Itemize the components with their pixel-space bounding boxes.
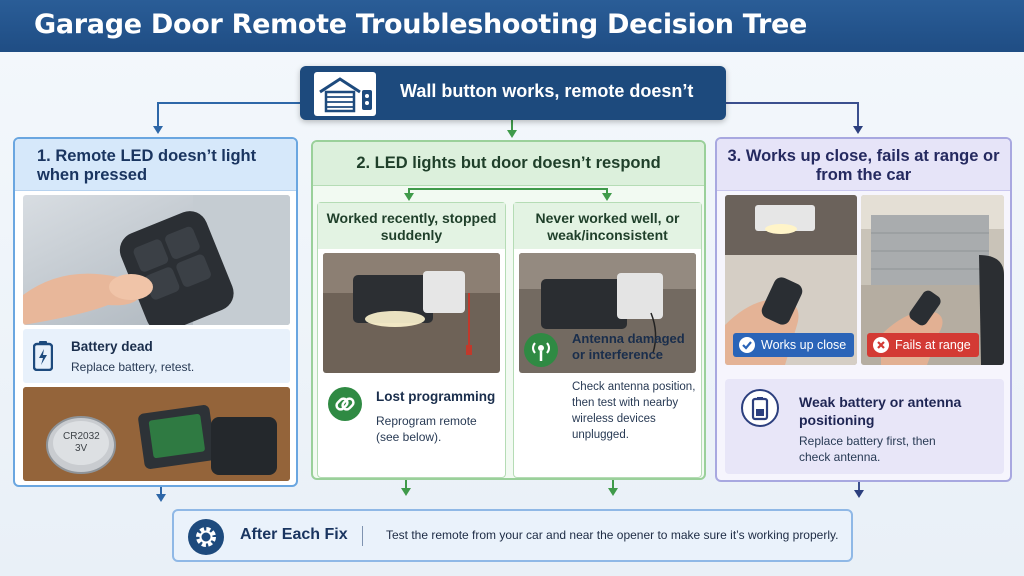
weak-battery-text: Replace battery first, then check antenn… (799, 434, 936, 464)
coin-battery-photo: CR2032 3V (23, 387, 290, 481)
arrow-to-b3 (853, 126, 863, 134)
arrow-b2b-bottom (608, 488, 618, 496)
opener-photo-b (519, 253, 696, 373)
antenna-text: Check antenna position, then test with n… (572, 381, 696, 441)
antenna-title: Antenna damaged or interference (572, 331, 685, 362)
branch-2-title: 2. LED lights but door doesn’t respond (356, 154, 661, 172)
connector-root-right (726, 102, 859, 104)
branch-2-header: 2. LED lights but door doesn’t respond (313, 142, 704, 186)
battery-dead-text: Replace battery, retest. (71, 360, 195, 374)
branch-2a-card: Worked recently, stopped suddenly Lost p… (317, 202, 506, 478)
page-title: Garage Door Remote Troubleshooting Decis… (34, 9, 807, 40)
works-up-close-badge: Works up close (733, 333, 855, 357)
weak-battery-result: Weak battery or antenna positioning Repl… (725, 379, 1004, 474)
arrow-b3-bottom (854, 490, 864, 498)
battery-icon (33, 341, 53, 371)
arrow-b2a-bottom (401, 488, 411, 496)
battery-dead-result: Battery dead Replace battery, retest. (23, 329, 290, 383)
connector-b3-bottom (858, 482, 860, 490)
connector-to-b2 (511, 120, 513, 130)
root-label: Wall button works, remote doesn’t (400, 81, 694, 101)
after-each-fix-text: Test the remote from your car and near t… (386, 528, 839, 542)
check-icon (739, 337, 755, 353)
branch-1-header: 1. Remote LED doesn’t light when pressed (15, 139, 296, 191)
connector-b2-split (408, 188, 608, 190)
connector-to-b1 (157, 102, 159, 126)
weak-battery-title: Weak battery or antenna positioning (799, 394, 962, 428)
arrow-to-b2 (507, 130, 517, 138)
branch-2b-header: Never worked well, or weak/inconsistent (514, 203, 701, 249)
connector-b2a-bottom (405, 480, 407, 488)
arrow-to-b1 (153, 126, 163, 134)
arrow-b1-bottom (156, 494, 166, 502)
battery-dead-title: Battery dead (71, 339, 153, 354)
lost-programming-text: Reprogram remote (see below). (376, 414, 477, 444)
connector-b2b-bottom (612, 480, 614, 488)
connector-b2a (408, 188, 410, 194)
opener-photo-a (323, 253, 500, 373)
after-each-fix-bar: After Each Fix Test the remote from your… (172, 509, 853, 562)
battery-icon (741, 389, 779, 427)
works-up-close-label: Works up close (761, 338, 847, 352)
close-range-photo: Works up close (725, 195, 857, 365)
branch-1-card: 1. Remote LED doesn’t light when pressed (13, 137, 298, 487)
header-bar: Garage Door Remote Troubleshooting Decis… (0, 0, 1024, 52)
antenna-icon (524, 333, 558, 367)
battery-type-label: CR2032 (63, 431, 100, 442)
branch-3-title: 3. Works up close, fails at range or fro… (727, 147, 1000, 184)
arrow-b2b (602, 193, 612, 201)
connector-to-b3 (857, 102, 859, 126)
remote-photo (23, 195, 290, 325)
branch-2-card: 2. LED lights but door doesn’t respond W… (311, 140, 706, 480)
after-each-fix-title: After Each Fix (240, 526, 348, 543)
connector-root-horizontal (157, 102, 300, 104)
root-node: Wall button works, remote doesn’t (300, 66, 726, 120)
connector-b2b (606, 188, 608, 194)
battery-voltage-label: 3V (75, 443, 88, 454)
x-icon (873, 337, 889, 353)
garage-icon (314, 72, 376, 116)
branch-2b-title: Never worked well, or weak/inconsistent (535, 210, 680, 243)
footer-divider (362, 526, 363, 546)
branch-3-card: 3. Works up close, fails at range or fro… (715, 137, 1012, 482)
arrow-b2a (404, 193, 414, 201)
far-range-photo: Fails at range (861, 195, 1004, 365)
branch-2a-header: Worked recently, stopped suddenly (318, 203, 505, 249)
branch-2b-card: Never worked well, or weak/inconsistent … (513, 202, 702, 478)
branch-3-header: 3. Works up close, fails at range or fro… (717, 139, 1010, 191)
branch-2a-title: Worked recently, stopped suddenly (326, 210, 497, 243)
lost-programming-title: Lost programming (376, 389, 496, 404)
link-icon (328, 387, 362, 421)
fails-at-range-badge: Fails at range (867, 333, 979, 357)
connector-b1-bottom (160, 487, 162, 495)
gear-icon (188, 519, 224, 555)
branch-1-title: 1. Remote LED doesn’t light when pressed (37, 147, 257, 184)
fails-at-range-label: Fails at range (895, 338, 971, 352)
